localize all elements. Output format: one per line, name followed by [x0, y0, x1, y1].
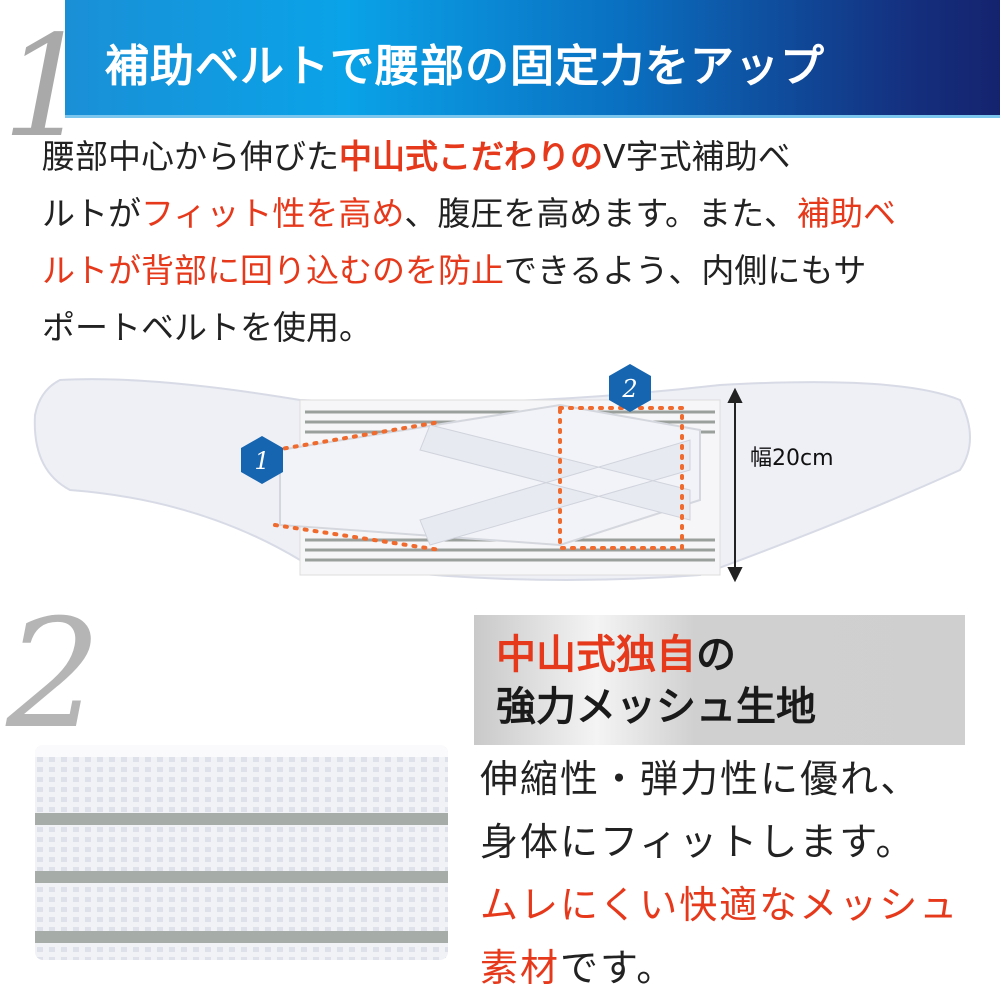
body-text: できるよう、内側にもサ	[504, 251, 867, 290]
support-belt-v	[279, 403, 701, 547]
width-arrow	[727, 387, 743, 583]
highlight-text: ムレにくい快適なメッシュ	[480, 883, 960, 927]
text-line: 素材です。	[480, 937, 959, 1000]
body-text: 腰部中心から伸びた	[42, 137, 339, 176]
badge-1-label: 1	[254, 447, 269, 475]
belt-illustration: 1 2	[33, 364, 971, 583]
highlight-text: 素材	[480, 946, 561, 990]
badge-2: 2	[609, 364, 651, 412]
section-title: 補助ベルトで腰部の固定力をアップ	[105, 41, 825, 92]
text-line: 腰部中心から伸びた中山式こだわりのV字式補助ベ	[42, 128, 982, 185]
mesh-fabric-photo	[35, 745, 448, 960]
highlight-text: 中山式こだわりの	[339, 137, 603, 176]
section-number-1: 1	[2, 6, 92, 169]
highlight-dots	[273, 406, 684, 552]
body-text: 伸縮性・弾力性に優れ、	[480, 757, 921, 801]
text-line: 身体にフィットします。	[480, 811, 959, 874]
body-text: V字式補助ベ	[603, 137, 791, 176]
feature-title-line2: 強力メッシュ生地	[496, 684, 816, 730]
section-number-2: 2	[6, 588, 102, 762]
badge-2-label: 2	[621, 375, 637, 403]
feature-title: 中山式独自の 強力メッシュ生地	[496, 629, 816, 733]
body-text: です。	[560, 946, 677, 990]
badge-1: 1	[241, 436, 283, 484]
feature-title-box: 中山式独自の 強力メッシュ生地	[474, 615, 965, 745]
body-text: 、腹圧を高めます。また、	[404, 194, 798, 233]
body-text: ポートベルトを使用。	[42, 308, 372, 347]
width-label: 幅20cm	[750, 446, 834, 471]
stay-band	[35, 813, 448, 825]
stay-band	[35, 931, 448, 943]
text-line: ムレにくい快適なメッシュ	[480, 874, 959, 937]
support-belt-cross	[419, 424, 691, 546]
body-text: 身体にフィットします。	[480, 820, 916, 864]
feature-description: 伸縮性・弾力性に優れ、身体にフィットします。ムレにくい快適なメッシュ素材です。	[480, 748, 959, 1000]
highlight-text: 補助ベ	[797, 194, 897, 233]
text-line: ポートベルトを使用。	[42, 299, 982, 356]
text-line: 伸縮性・弾力性に優れ、	[480, 748, 959, 811]
text-line: ルトが背部に回り込むのを防止できるよう、内側にもサ	[42, 242, 982, 299]
intro-paragraph: 腰部中心から伸びた中山式こだわりのV字式補助ベルトがフィット性を高め、腹圧を高め…	[42, 128, 982, 356]
feature-title-red: 中山式独自	[496, 632, 696, 678]
text-line: ルトがフィット性を高め、腹圧を高めます。また、補助ベ	[42, 185, 982, 242]
body-text: ルトが	[42, 194, 141, 233]
feature-title-particle: の	[696, 632, 736, 678]
highlight-text: フィット性を高め	[141, 194, 405, 233]
section-header: 補助ベルトで腰部の固定力をアップ	[65, 0, 1000, 118]
stay-band	[35, 871, 448, 883]
highlight-text: ルトが背部に回り込むのを防止	[42, 251, 504, 290]
